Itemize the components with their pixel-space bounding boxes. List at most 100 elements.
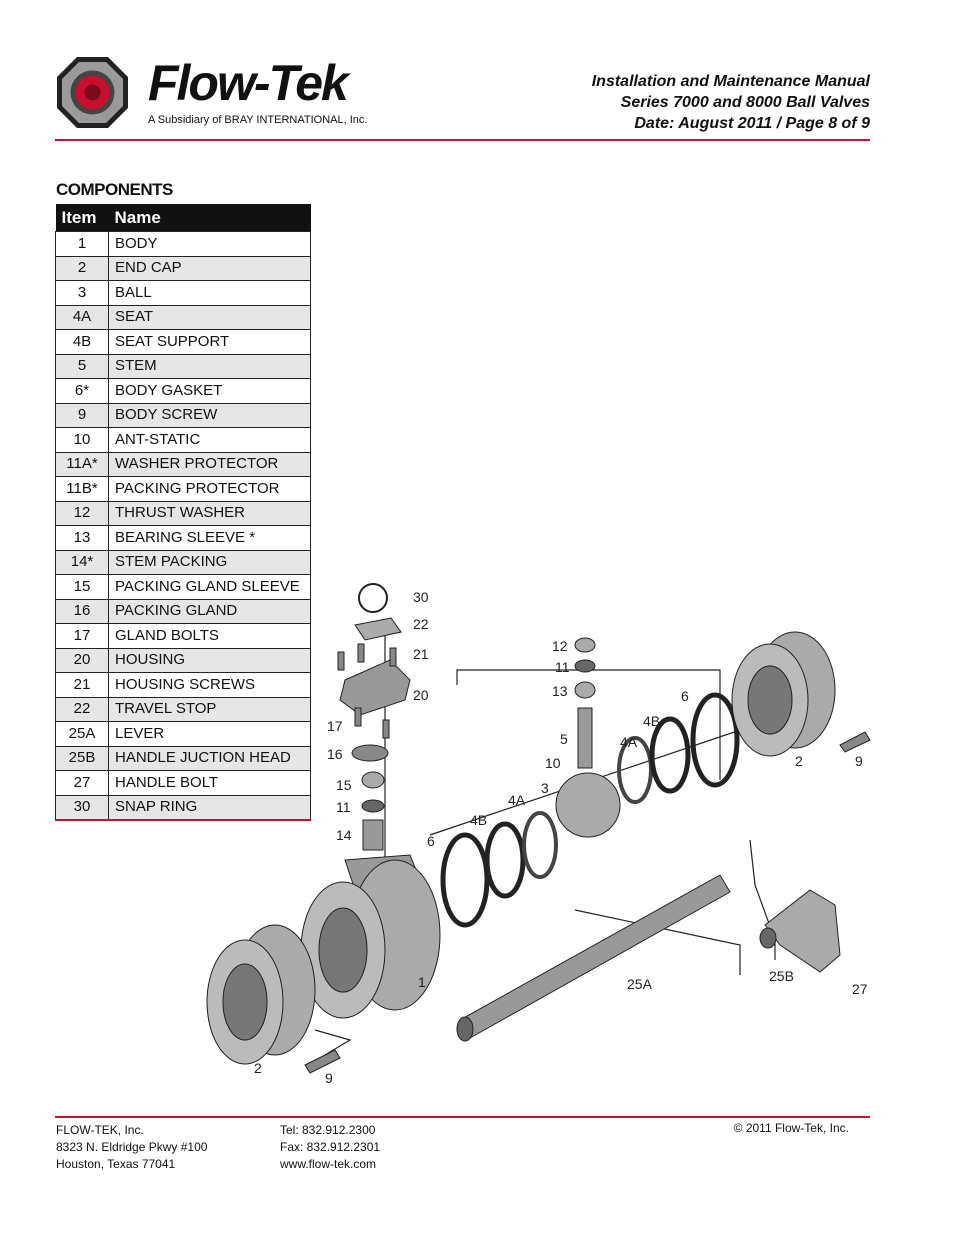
- document-date-page: Date: August 2011 / Page 8 of 9: [634, 115, 870, 132]
- item-number: 15: [55, 574, 109, 600]
- document-series: Series 7000 and 8000 Ball Valves: [620, 94, 870, 111]
- callout-label: 22: [413, 616, 429, 632]
- callout-label: 2: [254, 1060, 262, 1076]
- callout-label: 15: [336, 777, 352, 793]
- item-number: 11B*: [55, 476, 109, 502]
- footer-contact: Tel: 832.912.2300 Fax: 832.912.2301 www.…: [280, 1122, 380, 1173]
- callout-label: 20: [413, 687, 429, 703]
- item-number: 30: [55, 794, 109, 821]
- item-name: PACKING PROTECTOR: [108, 476, 311, 502]
- document-title: Installation and Maintenance Manual: [591, 73, 870, 90]
- exploded-valve-drawing: 30 22 21 20 17 16 15 11 14 6 4B 4A 3 10 …: [206, 583, 871, 1086]
- callout-label: 17: [327, 718, 343, 734]
- item-name: ANT-STATIC: [108, 427, 311, 453]
- column-header-name: Name: [108, 204, 311, 232]
- item-number: 14*: [55, 549, 109, 575]
- item-number: 17: [55, 623, 109, 649]
- item-number: 13: [55, 525, 109, 551]
- item-name: PACKING GLAND SLEEVE: [108, 574, 311, 600]
- brand-tagline: A Subsidiary of BRAY INTERNATIONAL, Inc.: [148, 114, 368, 126]
- item-name: SEAT: [108, 304, 311, 330]
- flow-tek-logo-icon: [57, 57, 128, 128]
- callout-label: 11: [336, 799, 351, 815]
- item-number: 25B: [55, 745, 109, 771]
- callout-label: 25B: [769, 968, 794, 984]
- item-name: HOUSING SCREWS: [108, 672, 311, 698]
- callout-label: 12: [552, 638, 568, 654]
- item-name: LEVER: [108, 721, 311, 747]
- item-name: SEAT SUPPORT: [108, 329, 311, 355]
- column-header-item: Item: [55, 204, 109, 232]
- callout-label: 2: [795, 753, 803, 769]
- table-row: 11A*WASHER PROTECTOR: [55, 451, 311, 477]
- footer-copyright: © 2011 Flow-Tek, Inc.: [733, 1121, 849, 1135]
- item-name: HOUSING: [108, 647, 311, 673]
- callout-label: 27: [852, 981, 868, 997]
- callout-label: 6: [681, 688, 689, 704]
- item-number: 22: [55, 696, 109, 722]
- callout-label: 11: [555, 659, 570, 675]
- item-name: THRUST WASHER: [108, 500, 311, 526]
- item-number: 21: [55, 672, 109, 698]
- callout-label: 3: [541, 780, 549, 796]
- item-name: SNAP RING: [108, 794, 311, 821]
- callout-label: 10: [545, 755, 561, 771]
- footer-website-link[interactable]: www.flow-tek.com: [280, 1157, 377, 1171]
- callout-label: 13: [552, 683, 568, 699]
- item-number: 25A: [55, 721, 109, 747]
- item-name: BODY SCREW: [108, 402, 311, 428]
- table-header-row: Item Name: [55, 204, 311, 232]
- callout-label: 30: [413, 589, 429, 605]
- callout-label: 6: [427, 833, 435, 849]
- item-number: 1: [55, 231, 109, 257]
- item-name: WASHER PROTECTOR: [108, 451, 311, 477]
- item-number: 4A: [55, 304, 109, 330]
- footer-rule: [55, 1116, 870, 1118]
- table-row: 14*STEM PACKING: [55, 549, 311, 575]
- item-name: BODY GASKET: [108, 378, 311, 404]
- item-name: BEARING SLEEVE *: [108, 525, 311, 551]
- item-number: 11A*: [55, 451, 109, 477]
- item-number: 12: [55, 500, 109, 526]
- callout-label: 1: [418, 974, 426, 990]
- item-name: BODY: [108, 231, 311, 257]
- item-number: 6*: [55, 378, 109, 404]
- item-number: 5: [55, 353, 109, 379]
- item-name: END CAP: [108, 255, 311, 281]
- footer-address-line1: 8323 N. Eldridge Pkwy #100: [56, 1140, 208, 1154]
- item-number: 10: [55, 427, 109, 453]
- footer-address-line2: Houston, Texas 77041: [56, 1157, 176, 1171]
- callout-label: 14: [336, 827, 352, 843]
- callout-label: 4B: [470, 812, 487, 828]
- header-rule: [55, 139, 870, 141]
- footer-company: FLOW-TEK, Inc.: [56, 1123, 144, 1137]
- item-name: STEM: [108, 353, 311, 379]
- item-name: TRAVEL STOP: [108, 696, 311, 722]
- footer-address: FLOW-TEK, Inc. 8323 N. Eldridge Pkwy #10…: [56, 1122, 207, 1173]
- item-number: 3: [55, 280, 109, 306]
- item-number: 2: [55, 255, 109, 281]
- table-row: 11B*PACKING PROTECTOR: [55, 476, 311, 502]
- callout-label: 25A: [627, 976, 653, 992]
- item-number: 9: [55, 402, 109, 428]
- brand-logotype: Flow-Tek: [148, 55, 349, 111]
- callout-label: 9: [855, 753, 863, 769]
